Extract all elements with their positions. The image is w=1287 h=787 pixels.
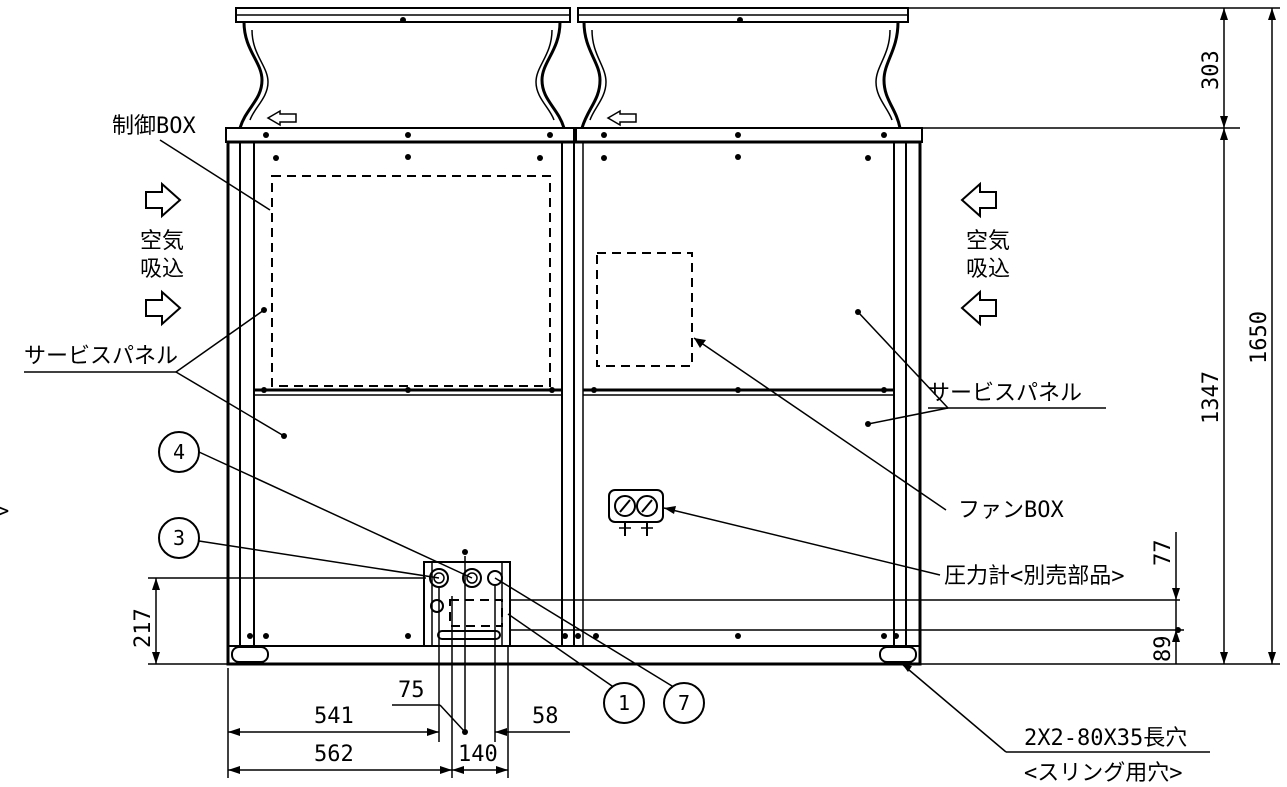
sling-hole-label-1: 2X2-80X35長穴 [1024,726,1187,751]
svg-text:4: 4 [173,440,185,464]
dim-562: 562 [314,742,354,767]
svg-text:1: 1 [618,691,630,715]
dimension-lines-right [510,7,1280,665]
air-intake-right: 空気 吸込 [960,181,1010,327]
dim-541: 541 [314,704,354,729]
fan-guard-left [235,7,571,129]
pipe-connection-plate [423,549,511,647]
dim-75: 75 [398,678,425,703]
dim-217: 217 [131,608,156,648]
air-intake-left: 空気 吸込 [140,181,184,327]
partial-symbol: > [0,499,9,524]
top-arrow-left [266,109,297,127]
pressure-gauge-symbol [608,489,664,536]
dim-58: 58 [532,704,559,729]
air-intake-label-left-2: 吸込 [140,257,184,282]
air-intake-label-right-1: 空気 [966,229,1010,254]
control-box-outline [271,175,551,387]
dimension-lines-bottom [227,556,570,778]
dim-1347: 1347 [1199,371,1224,424]
top-arrow-right [606,109,637,127]
top-frame [225,127,923,143]
callout-4: 4 [158,431,473,579]
service-panel-label-right: サービスパネル [928,381,1082,406]
control-box-label: 制御BOX [112,114,196,139]
svg-text:7: 7 [678,691,690,715]
dim-77: 77 [1151,540,1176,567]
cabinet-body [226,140,922,666]
callout-7: 7 [494,577,705,724]
dimension-lines-left [148,577,426,665]
air-intake-label-right-2: 吸込 [966,257,1010,282]
fan-guard-right [577,7,909,129]
svg-text:3: 3 [173,526,185,550]
fan-box-label: ファンBOX [958,498,1064,523]
pressure-gauge-label: 圧力計<別売部品> [944,564,1125,589]
service-panel-label-left: サービスパネル [24,344,178,369]
callout-1: 1 [507,613,645,724]
dim-89: 89 [1151,636,1176,663]
callout-3: 3 [158,517,440,579]
air-intake-label-left-1: 空気 [140,229,184,254]
dim-1650: 1650 [1247,311,1272,364]
sling-hole-label-2: <スリング用穴> [1024,761,1183,786]
dim-303: 303 [1199,50,1224,90]
fan-box-outline [596,252,693,367]
dim-140: 140 [458,742,498,767]
